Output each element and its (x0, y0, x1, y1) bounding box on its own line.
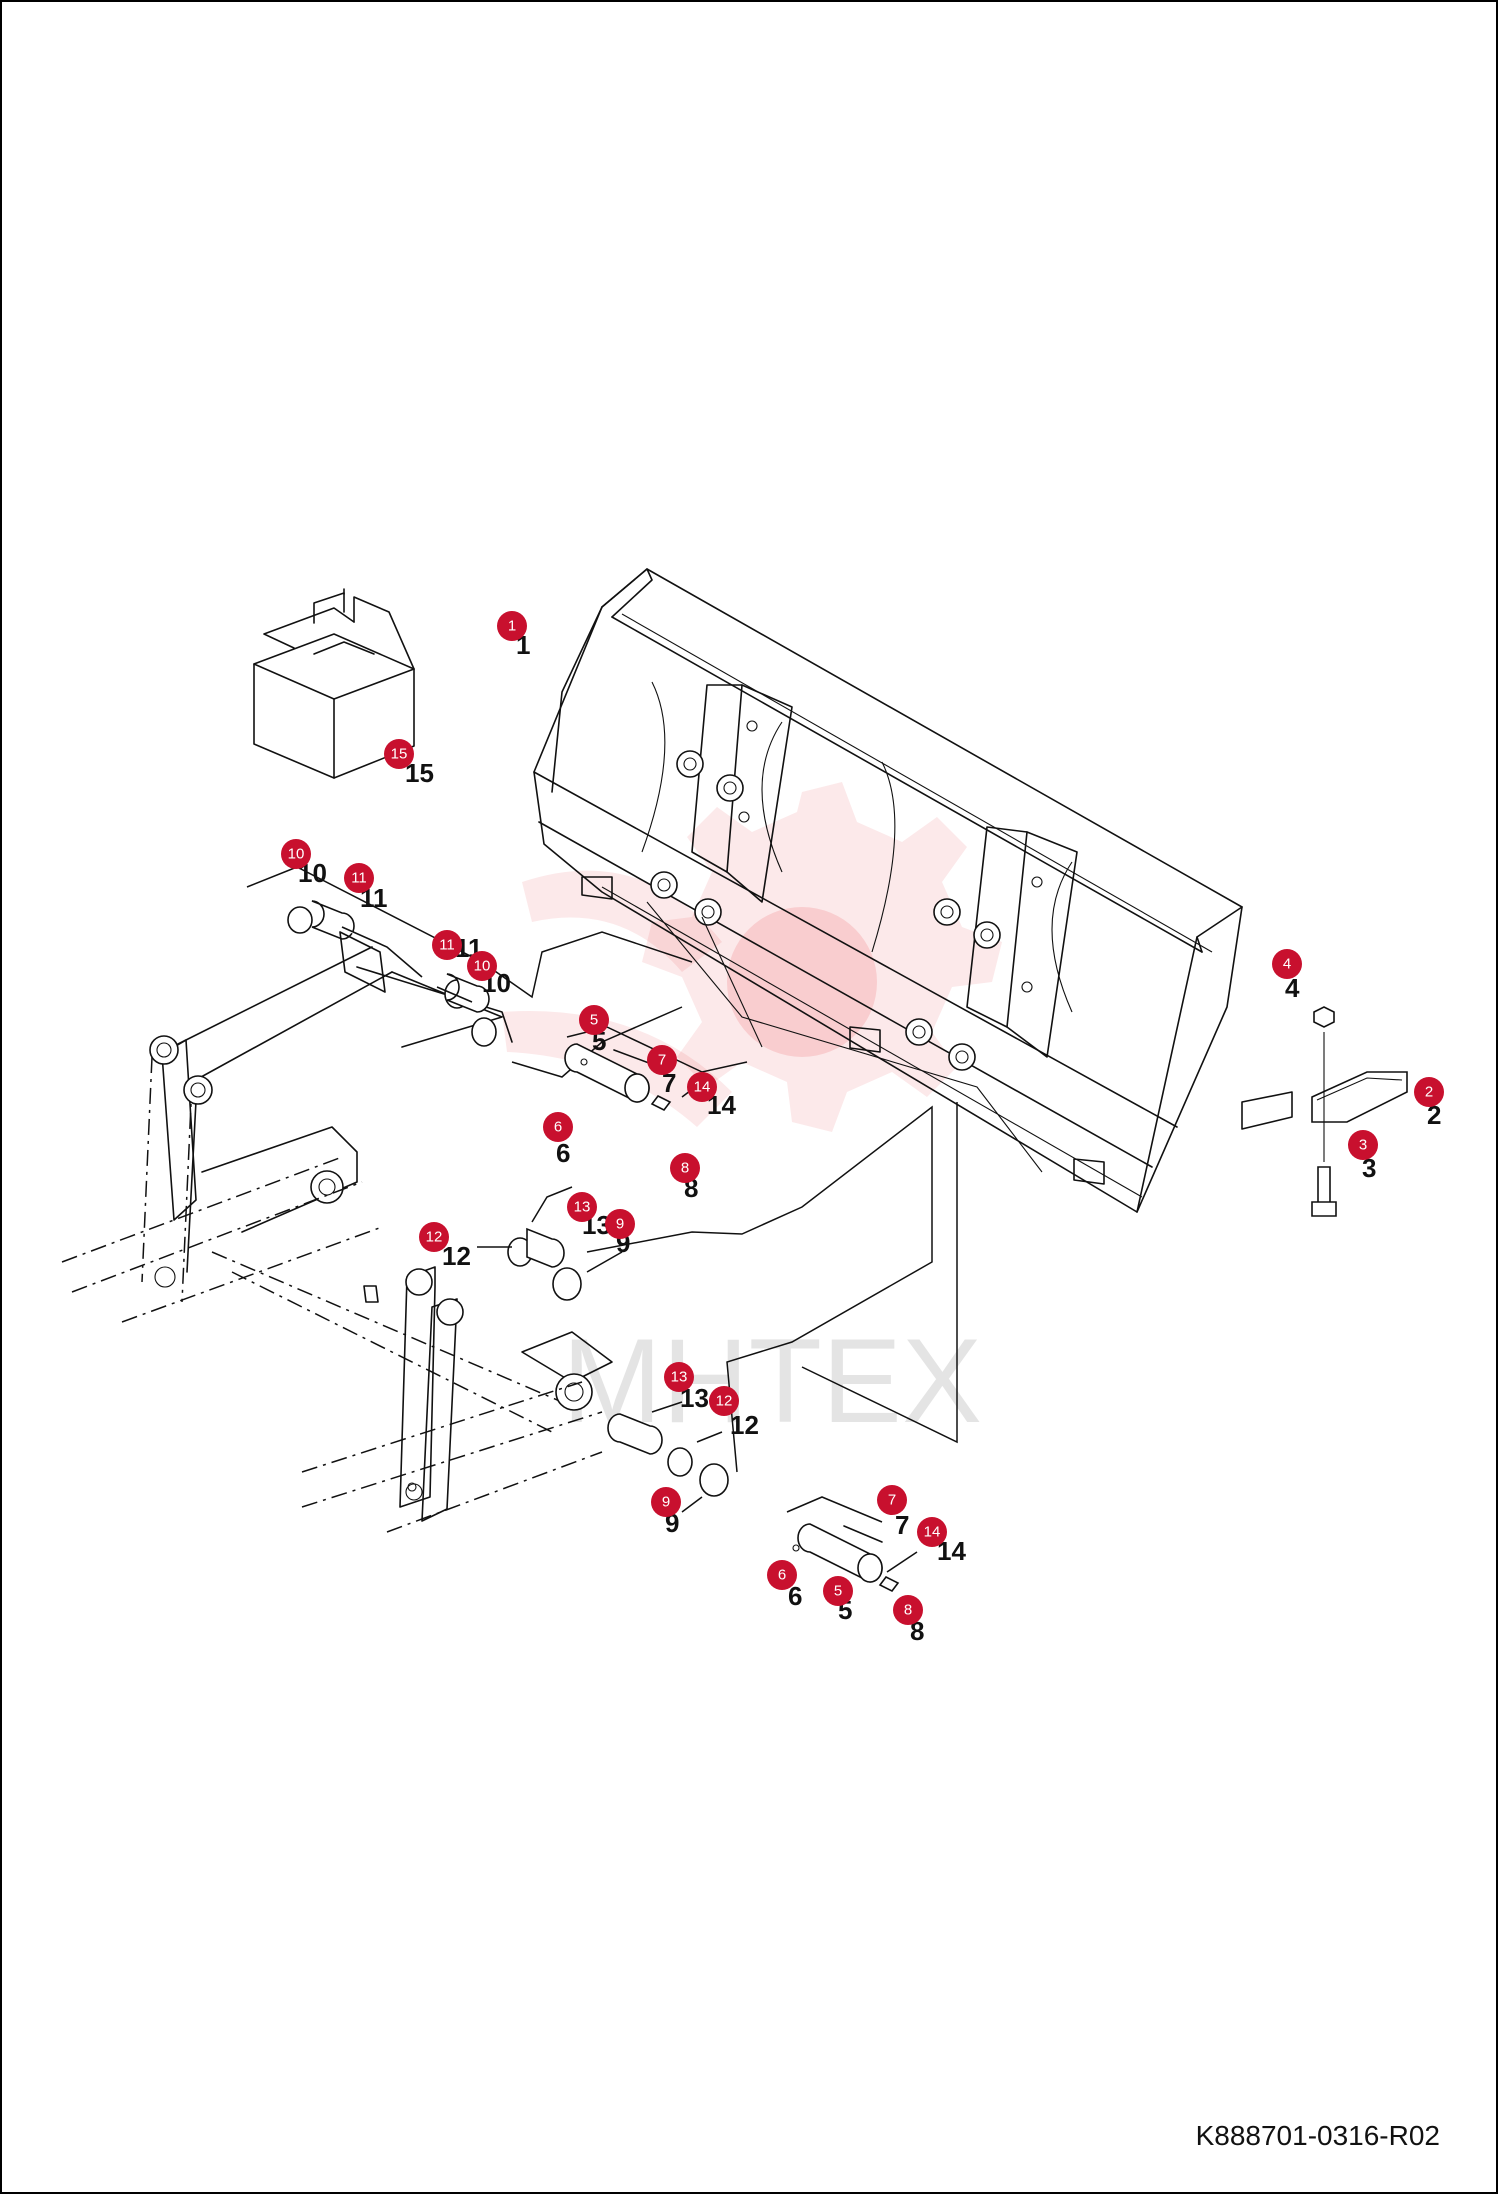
callout-badge-13a[interactable]: 13 (567, 1192, 597, 1222)
callout-badge-14b[interactable]: 14 (917, 1517, 947, 1547)
part-2-edge-tip (1311, 1071, 1408, 1123)
callout-badge-11b[interactable]: 11 (432, 930, 462, 960)
callout-badge-3[interactable]: 3 (1348, 1130, 1378, 1160)
part-number-6a: 6 (556, 1138, 570, 1168)
middle-pin-kit (564, 1021, 748, 1112)
svg-text:10: 10 (288, 846, 305, 863)
callout-badges: 1 15 10 11 11 10 5 7 14 6 8 4 2 3 13 9 1… (281, 611, 1444, 1625)
callout-badge-9b[interactable]: 9 (651, 1487, 681, 1517)
svg-text:6: 6 (554, 1119, 562, 1136)
svg-text:14: 14 (924, 1524, 941, 1541)
middle-bushing-kit (477, 1186, 623, 1301)
callout-badge-7a[interactable]: 7 (647, 1045, 677, 1075)
svg-text:7: 7 (888, 1492, 896, 1509)
callout-badge-2[interactable]: 2 (1414, 1077, 1444, 1107)
callout-badge-6b[interactable]: 6 (767, 1560, 797, 1590)
part-number-4: 4 (1285, 973, 1300, 1003)
loader-frame (61, 946, 613, 1533)
part-4-nut (1313, 1006, 1335, 1162)
callout-badge-15[interactable]: 15 (384, 739, 414, 769)
svg-text:5: 5 (590, 1012, 598, 1029)
bottom-pin-kit (786, 1496, 918, 1593)
svg-text:5: 5 (834, 1583, 842, 1600)
callout-badge-9a[interactable]: 9 (605, 1209, 635, 1239)
svg-text:2: 2 (1425, 1084, 1433, 1101)
part-number-3: 3 (1362, 1153, 1376, 1183)
callout-badge-8b[interactable]: 8 (893, 1595, 923, 1625)
callout-badge-5a[interactable]: 5 (579, 1005, 609, 1035)
svg-text:4: 4 (1283, 956, 1291, 973)
svg-text:7: 7 (658, 1052, 666, 1069)
callout-badge-5b[interactable]: 5 (823, 1576, 853, 1606)
callout-badge-10a[interactable]: 10 (281, 839, 311, 869)
part-number-2: 2 (1427, 1100, 1441, 1130)
svg-text:13: 13 (671, 1369, 688, 1386)
watermark-gear-logo (502, 782, 1002, 1132)
callout-badge-4[interactable]: 4 (1272, 949, 1302, 979)
part-number-12b: 12 (730, 1410, 759, 1440)
callout-badge-6a[interactable]: 6 (543, 1112, 573, 1142)
part-numbers: 1 15 10 11 11 10 5 7 14 6 8 4 2 3 13 9 1… (298, 630, 1441, 1646)
svg-text:9: 9 (616, 1216, 624, 1233)
callout-badge-1[interactable]: 1 (497, 611, 527, 641)
svg-text:12: 12 (716, 1393, 733, 1410)
svg-text:15: 15 (391, 746, 408, 763)
svg-text:13: 13 (574, 1199, 591, 1216)
callout-badge-12b[interactable]: 12 (709, 1386, 739, 1416)
svg-text:14: 14 (694, 1079, 711, 1096)
svg-text:10: 10 (474, 958, 491, 975)
svg-text:8: 8 (904, 1602, 912, 1619)
part-number-12a: 12 (442, 1241, 471, 1271)
part-15-carton-box (253, 588, 415, 779)
svg-text:11: 11 (439, 937, 455, 954)
callout-badge-13b[interactable]: 13 (664, 1362, 694, 1392)
callout-badge-12a[interactable]: 12 (419, 1222, 449, 1252)
upper-pin-kit (246, 866, 693, 1078)
part-1-bucket (533, 568, 1293, 1213)
lower-bushing-kit (586, 1102, 958, 1513)
svg-text:9: 9 (662, 1494, 670, 1511)
callout-badge-14a[interactable]: 14 (687, 1072, 717, 1102)
svg-text:3: 3 (1359, 1137, 1367, 1154)
part-number-6b: 6 (788, 1581, 802, 1611)
part-number-7a: 7 (662, 1068, 676, 1098)
svg-text:6: 6 (778, 1567, 786, 1584)
part-number-7b: 7 (895, 1510, 909, 1540)
svg-text:11: 11 (351, 870, 367, 887)
callout-badge-10b[interactable]: 10 (467, 951, 497, 981)
part-3-bolt (1311, 1166, 1337, 1217)
callout-badge-8a[interactable]: 8 (670, 1153, 700, 1183)
callout-badge-11a[interactable]: 11 (344, 863, 374, 893)
svg-text:12: 12 (426, 1229, 443, 1246)
callout-badge-7b[interactable]: 7 (877, 1485, 907, 1515)
svg-text:1: 1 (508, 618, 516, 635)
svg-text:8: 8 (681, 1160, 689, 1177)
drawing-code: K888701-0316-R02 (1195, 2120, 1440, 2151)
